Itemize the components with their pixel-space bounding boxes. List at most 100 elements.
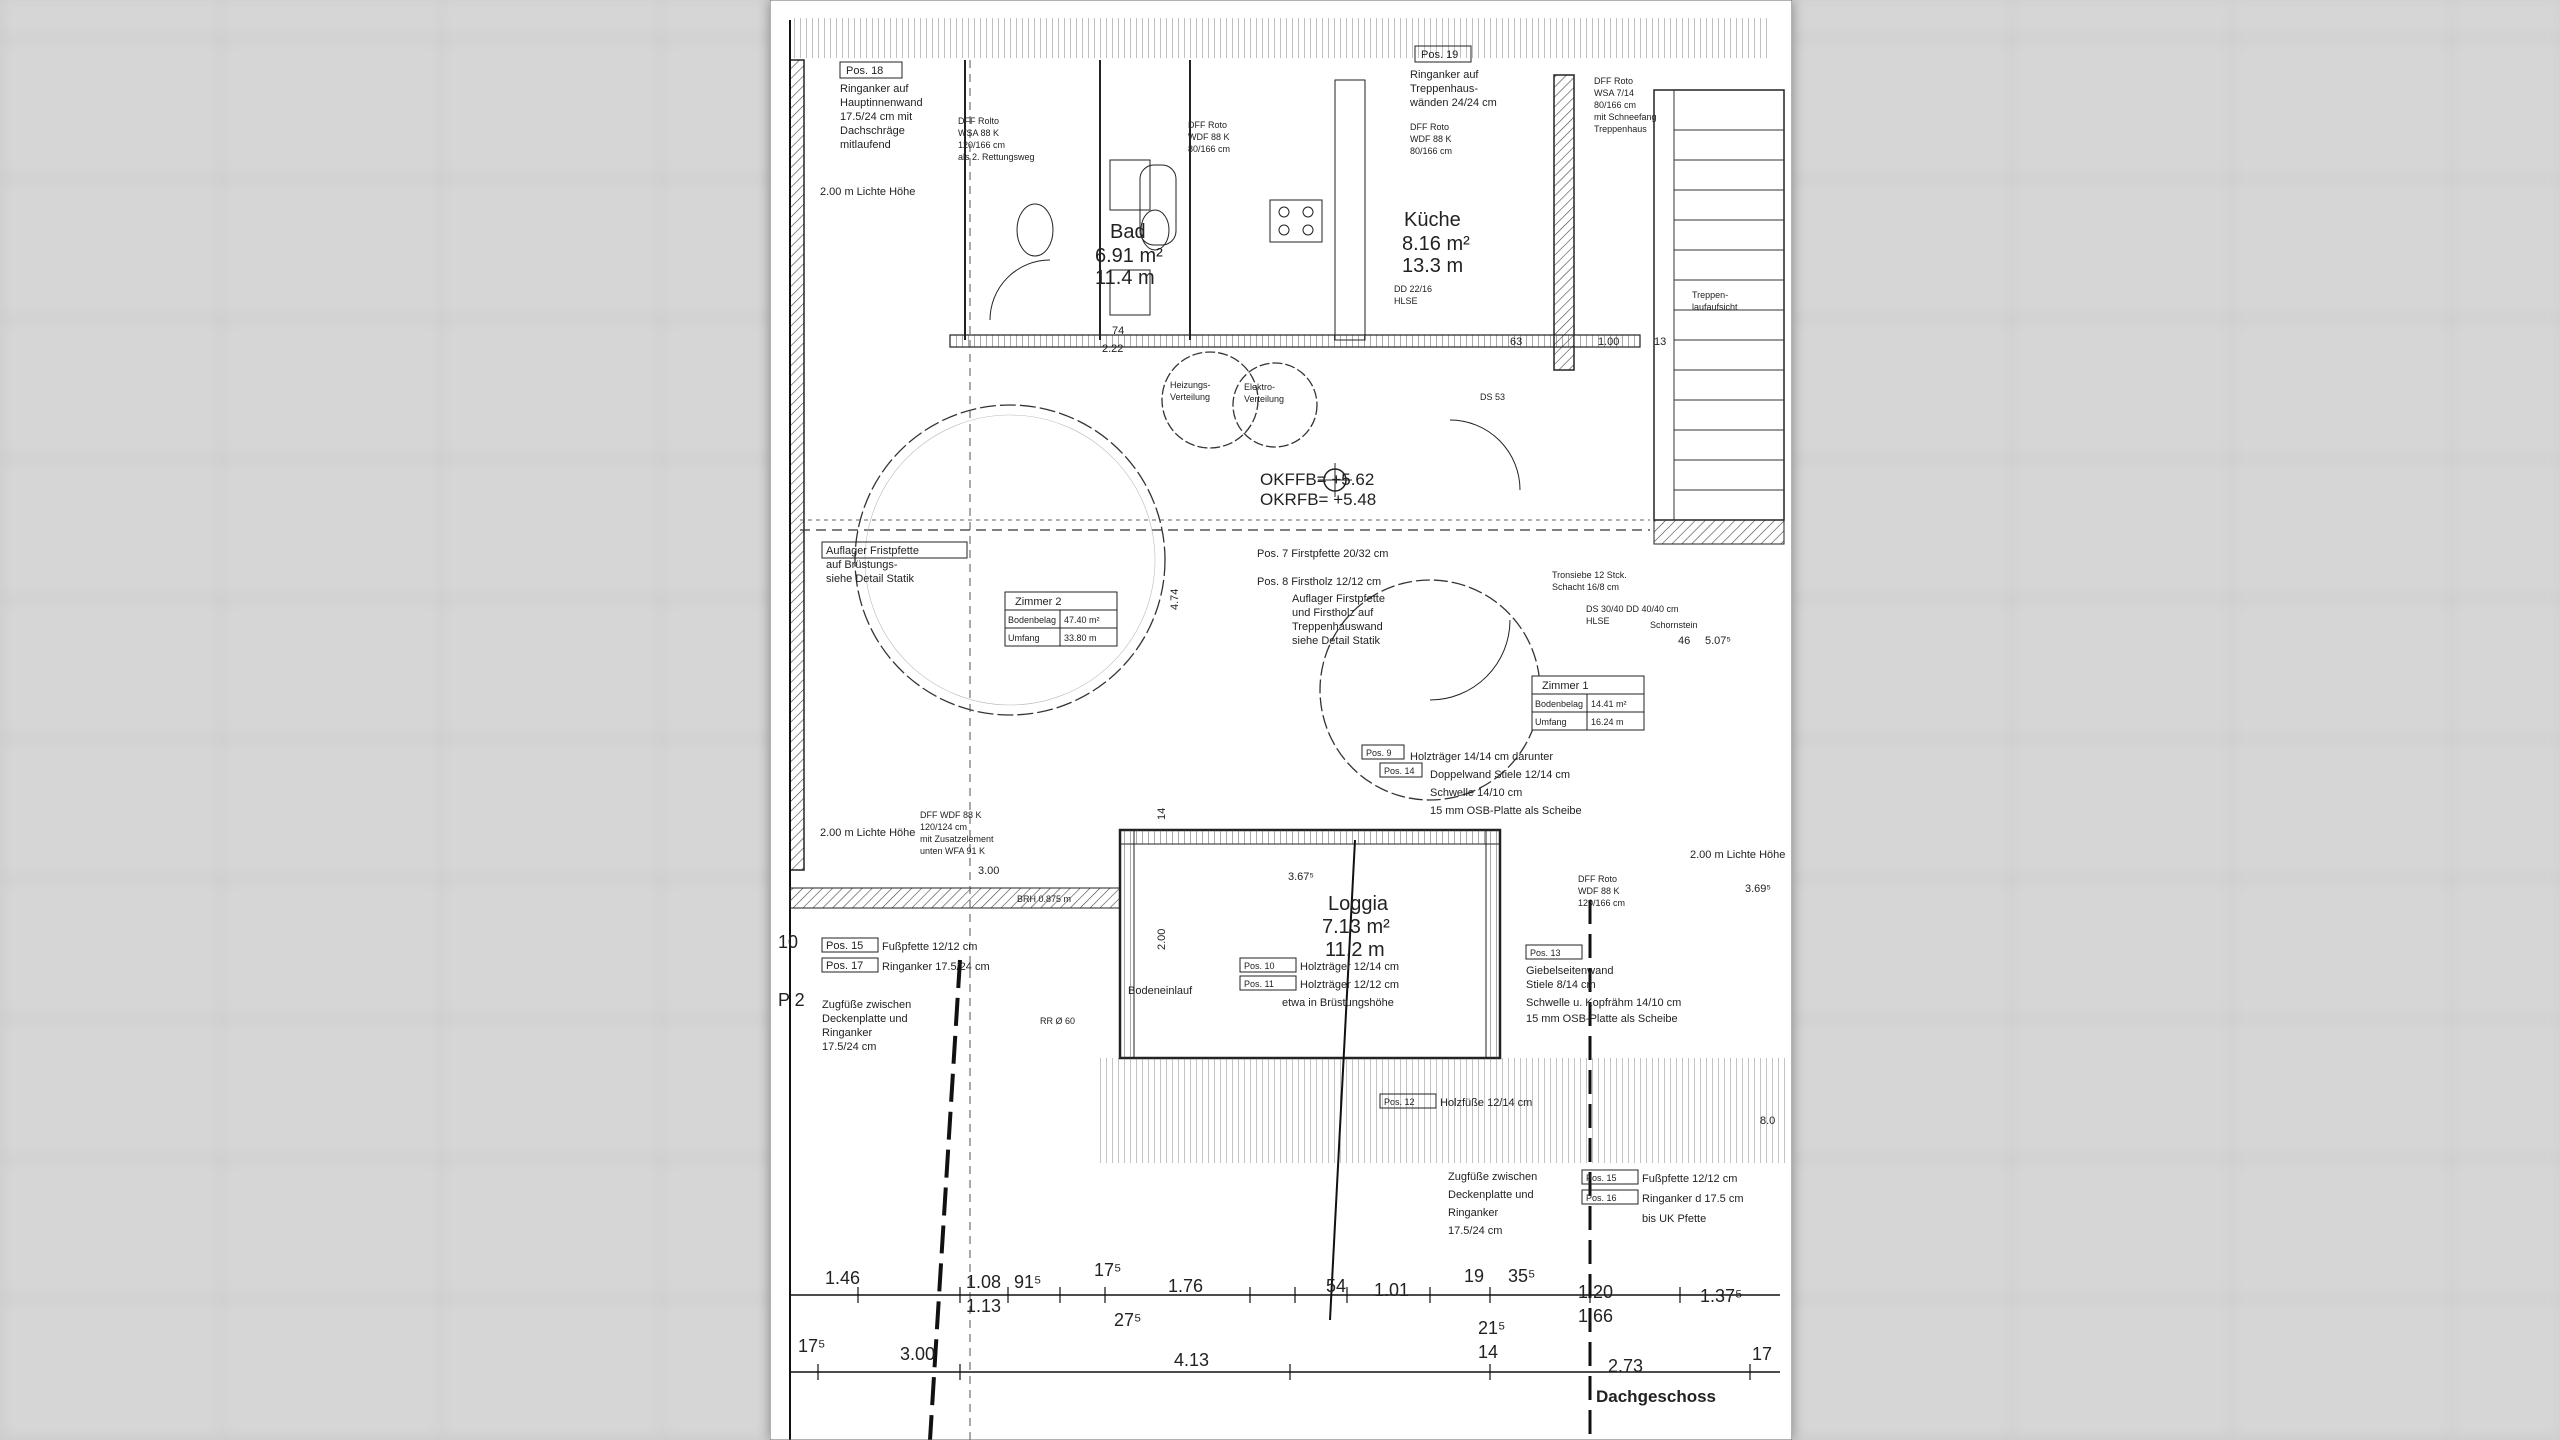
svg-text:15 mm OSB-Platte als Scheibe: 15 mm OSB-Platte als Scheibe — [1430, 805, 1582, 817]
svg-text:3.69⁵: 3.69⁵ — [1745, 883, 1771, 895]
section-line-left — [928, 959, 962, 1440]
kitchen-counter — [1334, 79, 1366, 341]
svg-text:63: 63 — [1510, 336, 1522, 348]
dimension-row-2: 17⁵ 3.00 4.13 14 2.73 17 — [798, 1336, 1772, 1376]
svg-text:80/166 cm: 80/166 cm — [1594, 100, 1636, 110]
room-table-zimmer2: Zimmer 2 Bodenbelag 47.40 m² Umfang 33.8… — [1004, 591, 1118, 647]
svg-text:Treppen-: Treppen- — [1692, 290, 1728, 300]
stair-treads — [1673, 90, 1784, 520]
svg-text:Pos. 19: Pos. 19 — [1421, 49, 1458, 61]
toilet-icon — [1016, 203, 1054, 257]
dim-label: 3.00 — [900, 1344, 935, 1364]
svg-text:Umfang: Umfang — [1535, 717, 1567, 727]
svg-text:46: 46 — [1678, 635, 1690, 647]
svg-text:Ringanker auf: Ringanker auf — [840, 83, 909, 95]
dim-label: 17⁵ — [1094, 1260, 1121, 1280]
svg-text:DS 30/40 DD 40/40 cm: DS 30/40 DD 40/40 cm — [1586, 604, 1679, 614]
dim-label: 35⁵ — [1508, 1266, 1535, 1286]
room-name-zimmer2: Zimmer 2 — [1015, 596, 1061, 608]
stove-burner-icon — [1302, 206, 1314, 218]
room-perimeter-loggia: 11.2 m — [1325, 939, 1385, 961]
svg-text:Zugfüße zwischen: Zugfüße zwischen — [822, 999, 911, 1011]
door-swing-loggia — [1429, 619, 1511, 701]
svg-text:Pos. 17: Pos. 17 — [826, 960, 863, 972]
svg-text:Bodenbelag: Bodenbelag — [1535, 699, 1583, 709]
dim-label: 54 — [1326, 1276, 1346, 1296]
svg-text:Pos. 14: Pos. 14 — [1384, 766, 1415, 776]
dim-label: 4.13 — [1174, 1350, 1209, 1370]
svg-text:2.00 m Lichte Höhe: 2.00 m Lichte Höhe — [820, 186, 915, 198]
svg-text:17.5/24 cm: 17.5/24 cm — [822, 1041, 876, 1053]
svg-text:Pos. 13: Pos. 13 — [1530, 948, 1561, 958]
room-name-zimmer1: Zimmer 1 — [1542, 680, 1588, 692]
dim-label: 91⁵ — [1014, 1272, 1041, 1292]
bath-sink-icon — [1139, 164, 1177, 246]
svg-text:DFF Roto: DFF Roto — [1188, 120, 1227, 130]
svg-text:Pos. 9: Pos. 9 — [1366, 748, 1392, 758]
section-line-mid — [1329, 839, 1356, 1321]
svg-text:Pos. 12: Pos. 12 — [1384, 1097, 1415, 1107]
dim-label: 2.73 — [1608, 1356, 1643, 1376]
svg-text:Fußpfette 12/12 cm: Fußpfette 12/12 cm — [1642, 1173, 1737, 1185]
dimension-row-1: 1.46 1.08 1.13 91⁵ 17⁵ 27⁵ 1.76 54 1.01 … — [825, 1260, 1743, 1338]
roof-hatch-bottom — [1100, 1058, 1790, 1163]
room-perimeter-kueche: 13.3 m — [1402, 255, 1463, 277]
wall-left — [789, 59, 805, 871]
level-okrfb: OKRFB= +5.48 — [1260, 490, 1376, 509]
loggia-wall-right — [1485, 829, 1501, 1059]
svg-text:Ringanker: Ringanker — [1448, 1207, 1498, 1219]
svg-text:Auflager Firstpfette: Auflager Firstpfette — [1292, 593, 1385, 605]
room-name-kueche: Küche — [1404, 209, 1461, 231]
svg-text:Pos. 15: Pos. 15 — [826, 940, 863, 952]
loggia-outline — [1118, 828, 1502, 1060]
svg-text:14.41 m²: 14.41 m² — [1591, 699, 1627, 709]
svg-text:Verteilung: Verteilung — [1170, 392, 1210, 402]
tree-symbol-small — [1161, 351, 1318, 449]
svg-text:Giebelseitenwand: Giebelseitenwand — [1526, 965, 1613, 977]
svg-text:Treppenhauswand: Treppenhauswand — [1292, 621, 1383, 633]
svg-text:Treppenhaus: Treppenhaus — [1594, 124, 1647, 134]
svg-text:unten WFA 91 K: unten WFA 91 K — [920, 846, 985, 856]
svg-text:siehe Detail Statik: siehe Detail Statik — [1292, 635, 1381, 647]
svg-text:120/166 cm: 120/166 cm — [958, 140, 1005, 150]
svg-text:17.5/24 cm mit: 17.5/24 cm mit — [840, 111, 912, 123]
svg-text:Pos. 7 Firstpfette 20/32 cm: Pos. 7 Firstpfette 20/32 cm — [1257, 548, 1388, 560]
svg-text:1.00: 1.00 — [1598, 336, 1619, 348]
svg-text:Tronsiebe 12 Stck.: Tronsiebe 12 Stck. — [1552, 570, 1627, 580]
dim-label: 17⁵ — [798, 1336, 825, 1356]
floor-title: Dachgeschoss — [1596, 1387, 1716, 1406]
svg-text:Schwelle u. Kopfrähm 14/10 cm: Schwelle u. Kopfrähm 14/10 cm — [1526, 997, 1681, 1009]
svg-text:mit Schneefang: mit Schneefang — [1594, 112, 1657, 122]
room-area-kueche: 8.16 m² — [1402, 233, 1470, 255]
svg-text:Ringanker d 17.5 cm: Ringanker d 17.5 cm — [1642, 1193, 1744, 1205]
svg-text:8.0: 8.0 — [1760, 1115, 1775, 1127]
svg-text:120/124 cm: 120/124 cm — [920, 822, 967, 832]
svg-text:Deckenplatte und: Deckenplatte und — [822, 1013, 908, 1025]
svg-text:DFF Roto: DFF Roto — [1578, 874, 1617, 884]
door-swing-bath — [989, 259, 1051, 321]
svg-text:47.40 m²: 47.40 m² — [1064, 615, 1100, 625]
blurred-background-left — [0, 0, 770, 1440]
svg-text:laufaufsicht: laufaufsicht — [1692, 302, 1738, 312]
svg-text:DFF Roto: DFF Roto — [1410, 122, 1449, 132]
svg-text:DS 53: DS 53 — [1480, 392, 1505, 402]
dim-label: 1.01 — [1374, 1280, 1409, 1300]
svg-text:Deckenplatte und: Deckenplatte und — [1448, 1189, 1534, 1201]
svg-text:Pos. 16: Pos. 16 — [1586, 1193, 1617, 1203]
svg-text:13: 13 — [1654, 336, 1666, 348]
svg-text:Ringanker 17.5/24 cm: Ringanker 17.5/24 cm — [882, 961, 990, 973]
svg-text:HLSE: HLSE — [1586, 616, 1610, 626]
bath-fixture — [1109, 269, 1151, 316]
svg-text:Schacht 16/8 cm: Schacht 16/8 cm — [1552, 582, 1619, 592]
dim-label: 19 — [1464, 1266, 1484, 1286]
svg-text:siehe Detail Statik: siehe Detail Statik — [826, 573, 915, 585]
roof-hatch-top — [790, 18, 1770, 58]
dim-label: 1.20 — [1578, 1282, 1613, 1302]
door-swing-zimmer1 — [1449, 419, 1521, 491]
svg-text:Schwelle 14/10 cm: Schwelle 14/10 cm — [1430, 787, 1522, 799]
svg-text:DFF WDF 88 K: DFF WDF 88 K — [920, 810, 982, 820]
svg-text:Stiele 8/14 cm: Stiele 8/14 cm — [1526, 979, 1596, 991]
misc-dimensions: 3.67⁵ 2.00 14 4.74 3.00 1.00 13 63 74 2.… — [978, 325, 1775, 1127]
svg-text:HLSE: HLSE — [1394, 296, 1418, 306]
svg-text:2.00 m Lichte Höhe: 2.00 m Lichte Höhe — [1690, 849, 1785, 861]
